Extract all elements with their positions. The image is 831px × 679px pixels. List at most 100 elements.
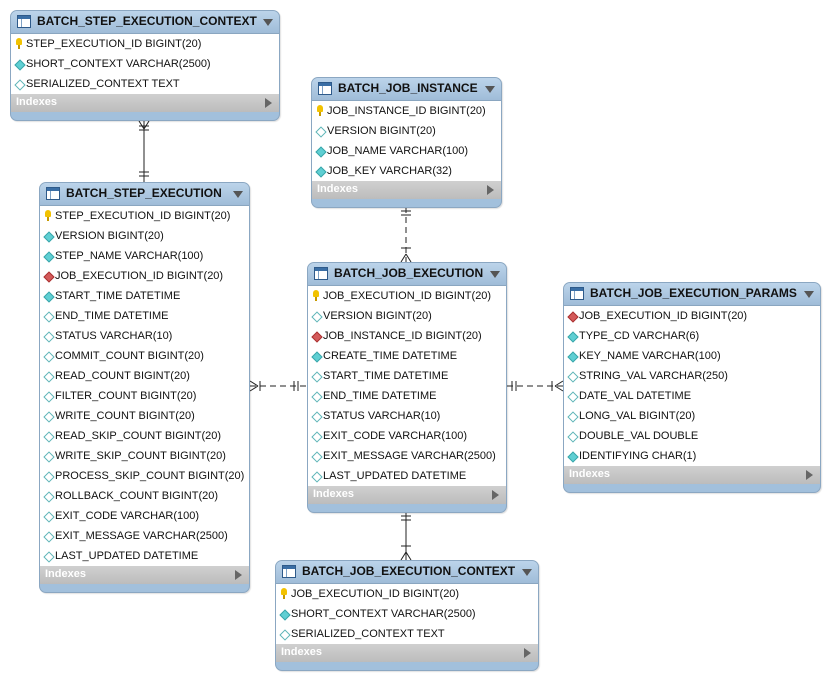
- expand-arrow-icon[interactable]: [492, 490, 499, 500]
- entity-header[interactable]: BATCH_JOB_INSTANCE: [312, 78, 501, 101]
- column-row[interactable]: CREATE_TIME DATETIME: [308, 346, 506, 366]
- column-row[interactable]: ROLLBACK_COUNT BIGINT(20): [40, 486, 249, 506]
- column-row[interactable]: STATUS VARCHAR(10): [308, 406, 506, 426]
- column-row[interactable]: STEP_EXECUTION_ID BIGINT(20): [40, 206, 249, 226]
- collapse-caret-icon[interactable]: [490, 271, 500, 278]
- primary-key-icon: [281, 588, 287, 599]
- collapse-caret-icon[interactable]: [485, 86, 495, 93]
- column-row[interactable]: JOB_EXECUTION_ID BIGINT(20): [308, 286, 506, 306]
- column-row[interactable]: START_TIME DATETIME: [40, 286, 249, 306]
- column-row[interactable]: LONG_VAL BIGINT(20): [564, 406, 820, 426]
- column-row[interactable]: EXIT_MESSAGE VARCHAR(2500): [308, 446, 506, 466]
- column-row[interactable]: EXIT_MESSAGE VARCHAR(2500): [40, 526, 249, 546]
- column-row[interactable]: START_TIME DATETIME: [308, 366, 506, 386]
- nullable-column-icon: [567, 431, 579, 443]
- column-row[interactable]: DOUBLE_VAL DOUBLE: [564, 426, 820, 446]
- collapse-caret-icon[interactable]: [263, 19, 273, 26]
- entity-header[interactable]: BATCH_STEP_EXECUTION: [40, 183, 249, 206]
- column-name: PROCESS_SKIP_COUNT BIGINT(20): [55, 470, 245, 482]
- expand-arrow-icon[interactable]: [487, 185, 494, 195]
- entity-header[interactable]: BATCH_JOB_EXECUTION_PARAMS: [564, 283, 820, 306]
- column-row[interactable]: SERIALIZED_CONTEXT TEXT: [276, 624, 538, 644]
- column-name: LAST_UPDATED DATETIME: [323, 470, 467, 482]
- column-row[interactable]: READ_COUNT BIGINT(20): [40, 366, 249, 386]
- column-row[interactable]: WRITE_COUNT BIGINT(20): [40, 406, 249, 426]
- column-row[interactable]: END_TIME DATETIME: [40, 306, 249, 326]
- collapse-caret-icon[interactable]: [233, 191, 243, 198]
- column-row[interactable]: JOB_KEY VARCHAR(32): [312, 161, 501, 181]
- column-row[interactable]: PROCESS_SKIP_COUNT BIGINT(20): [40, 466, 249, 486]
- collapse-caret-icon[interactable]: [804, 291, 814, 298]
- column-row[interactable]: VERSION BIGINT(20): [308, 306, 506, 326]
- column-name: READ_COUNT BIGINT(20): [55, 370, 190, 382]
- column-row[interactable]: STEP_NAME VARCHAR(100): [40, 246, 249, 266]
- expand-arrow-icon[interactable]: [806, 470, 813, 480]
- column-row[interactable]: STRING_VAL VARCHAR(250): [564, 366, 820, 386]
- column-name: SHORT_CONTEXT VARCHAR(2500): [26, 58, 211, 70]
- column-name: VERSION BIGINT(20): [327, 125, 436, 137]
- indexes-section[interactable]: Indexes: [564, 466, 820, 484]
- indexes-section[interactable]: Indexes: [312, 181, 501, 199]
- table-icon: [17, 15, 31, 28]
- nullable-column-icon: [43, 431, 55, 443]
- table-batch-job-execution-context[interactable]: BATCH_JOB_EXECUTION_CONTEXT JOB_EXECUTIO…: [275, 560, 539, 671]
- indexes-section[interactable]: Indexes: [11, 94, 279, 112]
- column-row[interactable]: FILTER_COUNT BIGINT(20): [40, 386, 249, 406]
- column-list: STEP_EXECUTION_ID BIGINT(20) VERSION BIGI…: [40, 206, 249, 566]
- column-row[interactable]: IDENTIFYING CHAR(1): [564, 446, 820, 466]
- entity-header[interactable]: BATCH_STEP_EXECUTION_CONTEXT: [11, 11, 279, 34]
- column-row[interactable]: DATE_VAL DATETIME: [564, 386, 820, 406]
- table-batch-job-execution[interactable]: BATCH_JOB_EXECUTION JOB_EXECUTION_ID BIG…: [307, 262, 507, 513]
- column-row[interactable]: VERSION BIGINT(20): [40, 226, 249, 246]
- entity-header[interactable]: BATCH_JOB_EXECUTION_CONTEXT: [276, 561, 538, 584]
- indexes-section[interactable]: Indexes: [308, 486, 506, 504]
- column-row[interactable]: JOB_INSTANCE_ID BIGINT(20): [312, 101, 501, 121]
- column-name: STEP_EXECUTION_ID BIGINT(20): [55, 210, 231, 222]
- column-name: JOB_INSTANCE_ID BIGINT(20): [323, 330, 482, 342]
- column-row[interactable]: SHORT_CONTEXT VARCHAR(2500): [11, 54, 279, 74]
- column-row[interactable]: END_TIME DATETIME: [308, 386, 506, 406]
- column-row[interactable]: EXIT_CODE VARCHAR(100): [308, 426, 506, 446]
- column-row[interactable]: JOB_INSTANCE_ID BIGINT(20): [308, 326, 506, 346]
- column-name: CREATE_TIME DATETIME: [323, 350, 458, 362]
- column-row[interactable]: READ_SKIP_COUNT BIGINT(20): [40, 426, 249, 446]
- column-name: DOUBLE_VAL DOUBLE: [579, 430, 699, 442]
- column-row[interactable]: SHORT_CONTEXT VARCHAR(2500): [276, 604, 538, 624]
- column-row[interactable]: KEY_NAME VARCHAR(100): [564, 346, 820, 366]
- nullable-column-icon: [43, 451, 55, 463]
- foreign-key-icon: [311, 331, 323, 343]
- column-row[interactable]: JOB_NAME VARCHAR(100): [312, 141, 501, 161]
- not-null-column-icon: [567, 331, 579, 343]
- entity-title: BATCH_STEP_EXECUTION: [66, 186, 222, 200]
- entity-header[interactable]: BATCH_JOB_EXECUTION: [308, 263, 506, 286]
- expand-arrow-icon[interactable]: [235, 570, 242, 580]
- column-row[interactable]: STEP_EXECUTION_ID BIGINT(20): [11, 34, 279, 54]
- column-row[interactable]: STATUS VARCHAR(10): [40, 326, 249, 346]
- column-row[interactable]: JOB_EXECUTION_ID BIGINT(20): [40, 266, 249, 286]
- primary-key-icon: [313, 290, 319, 301]
- column-row[interactable]: SERIALIZED_CONTEXT TEXT: [11, 74, 279, 94]
- indexes-section[interactable]: Indexes: [276, 644, 538, 662]
- table-batch-job-execution-params[interactable]: BATCH_JOB_EXECUTION_PARAMS JOB_EXECUTION…: [563, 282, 821, 493]
- column-row[interactable]: COMMIT_COUNT BIGINT(20): [40, 346, 249, 366]
- indexes-label: Indexes: [16, 96, 57, 108]
- expand-arrow-icon[interactable]: [524, 648, 531, 658]
- table-icon: [570, 287, 584, 300]
- column-row[interactable]: EXIT_CODE VARCHAR(100): [40, 506, 249, 526]
- collapse-caret-icon[interactable]: [522, 569, 532, 576]
- column-name: EXIT_MESSAGE VARCHAR(2500): [323, 450, 496, 462]
- column-row[interactable]: WRITE_SKIP_COUNT BIGINT(20): [40, 446, 249, 466]
- column-row[interactable]: LAST_UPDATED DATETIME: [40, 546, 249, 566]
- column-row[interactable]: VERSION BIGINT(20): [312, 121, 501, 141]
- column-row[interactable]: LAST_UPDATED DATETIME: [308, 466, 506, 486]
- table-batch-step-execution[interactable]: BATCH_STEP_EXECUTION STEP_EXECUTION_ID B…: [39, 182, 250, 593]
- table-icon: [318, 82, 332, 95]
- table-batch-job-instance[interactable]: BATCH_JOB_INSTANCE JOB_INSTANCE_ID BIGIN…: [311, 77, 502, 208]
- column-row[interactable]: JOB_EXECUTION_ID BIGINT(20): [564, 306, 820, 326]
- not-null-column-icon: [567, 451, 579, 463]
- table-batch-step-execution-context[interactable]: BATCH_STEP_EXECUTION_CONTEXT STEP_EXECUT…: [10, 10, 280, 121]
- column-row[interactable]: TYPE_CD VARCHAR(6): [564, 326, 820, 346]
- expand-arrow-icon[interactable]: [265, 98, 272, 108]
- indexes-section[interactable]: Indexes: [40, 566, 249, 584]
- column-row[interactable]: JOB_EXECUTION_ID BIGINT(20): [276, 584, 538, 604]
